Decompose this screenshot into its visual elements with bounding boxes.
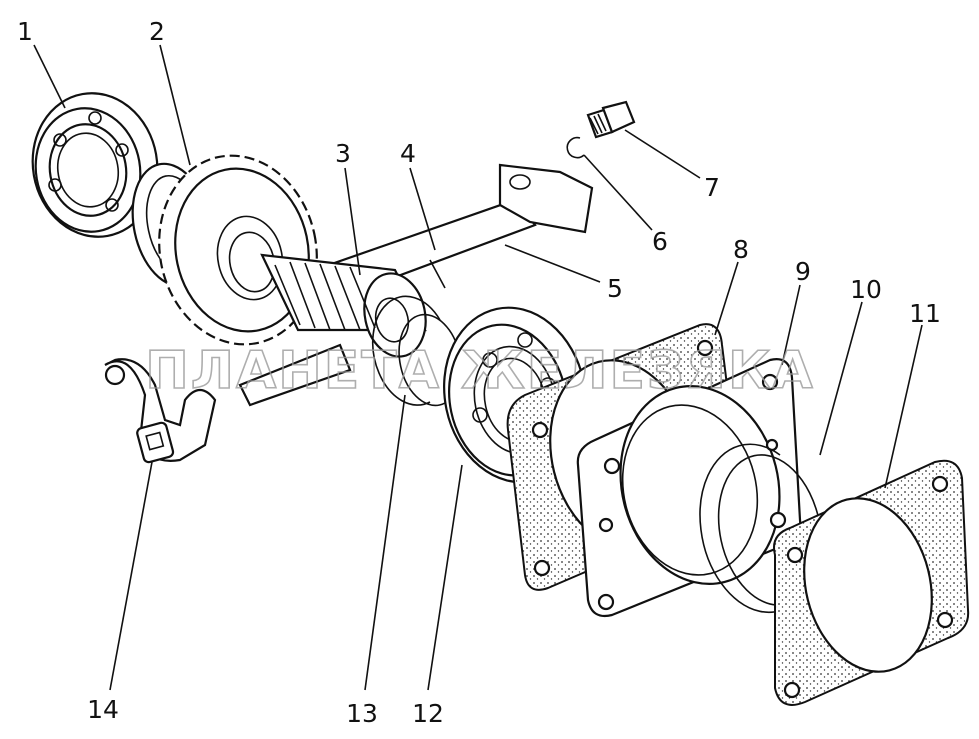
bolt-part-7 [586,100,636,139]
leader-lines [33,44,923,691]
gasket-part-11 [773,459,970,706]
callout-7: 7 [704,173,720,202]
callout-14: 14 [87,695,119,724]
callout-12: 12 [412,699,444,728]
callout-6: 6 [652,227,668,256]
cover-plate-part-9 [576,358,802,618]
callout-11: 11 [909,299,941,328]
callout-2: 2 [149,17,165,46]
flange-plate [498,163,594,234]
callout-13: 13 [346,699,378,728]
callout-10: 10 [850,275,882,304]
washer-part-6 [566,136,585,159]
shift-fork-part-14 [104,358,217,464]
bearing-part-1 [31,92,159,238]
callout-8: 8 [733,235,749,264]
watermark-text: ПЛАНЕТА ЖЕЛЕЗЯКА [145,341,814,401]
callout-9: 9 [795,257,811,286]
callout-4: 4 [400,139,416,168]
gear [158,154,318,346]
callout-3: 3 [335,139,351,168]
callout-5: 5 [607,274,623,303]
callout-1: 1 [17,17,33,46]
splined-shaft-part-3 [238,253,427,407]
